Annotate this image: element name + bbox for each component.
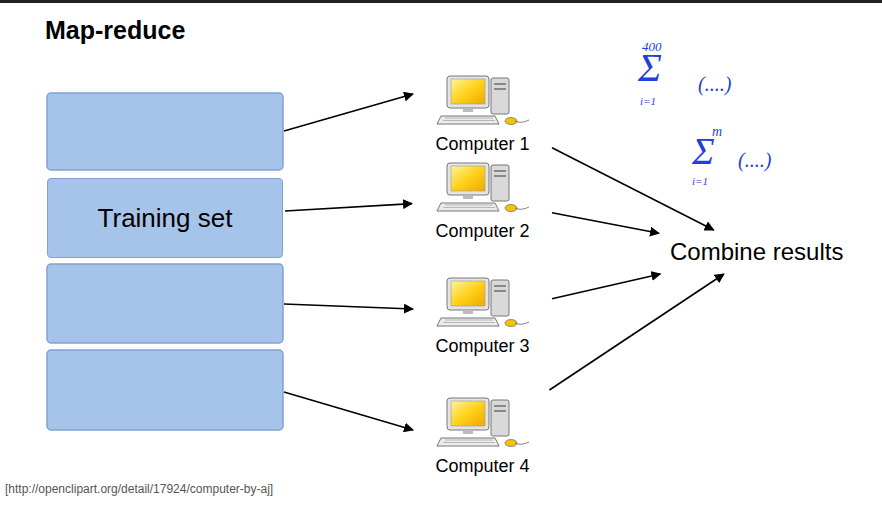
flow-arrow [549, 274, 723, 390]
computer-node: Computer 2 [415, 157, 550, 242]
node-label: Computer 3 [435, 336, 529, 357]
result-node: Combine results [662, 233, 852, 271]
diagram-title: Map-reduce [45, 16, 185, 45]
flow-arrow [552, 274, 660, 299]
node-label: Computer 2 [435, 221, 529, 242]
computer-icon [433, 396, 533, 448]
computer-icon [433, 161, 533, 213]
data-band: Training set [47, 178, 283, 258]
node-label: Computer 1 [435, 134, 529, 155]
data-band [47, 350, 283, 430]
computer-node: Computer 1 [415, 70, 550, 155]
handwritten-note: Σ [692, 132, 715, 170]
node-label: Training set [98, 203, 233, 234]
handwritten-note: i=1 [640, 96, 656, 107]
handwritten-note: (....) [738, 150, 771, 170]
computer-node: Computer 4 [415, 392, 550, 477]
source-citation: [http://openclipart.org/detail/17924/com… [5, 483, 273, 495]
split-arrow [284, 304, 413, 309]
flow-arrow [552, 213, 659, 233]
data-band [47, 93, 283, 170]
handwritten-note: (....) [698, 74, 731, 94]
flow-arrow [285, 204, 412, 211]
node-label: Computer 4 [435, 456, 529, 477]
node-label: Combine results [670, 238, 843, 266]
data-band [47, 264, 283, 343]
split-arrow [284, 392, 413, 430]
split-arrow [284, 94, 413, 131]
handwritten-note: Σ [638, 48, 662, 88]
computer-node: Computer 3 [415, 272, 550, 357]
computer-icon [433, 74, 533, 126]
handwritten-note: i=1 [692, 176, 708, 187]
top-border [0, 0, 882, 3]
computer-icon [433, 276, 533, 328]
